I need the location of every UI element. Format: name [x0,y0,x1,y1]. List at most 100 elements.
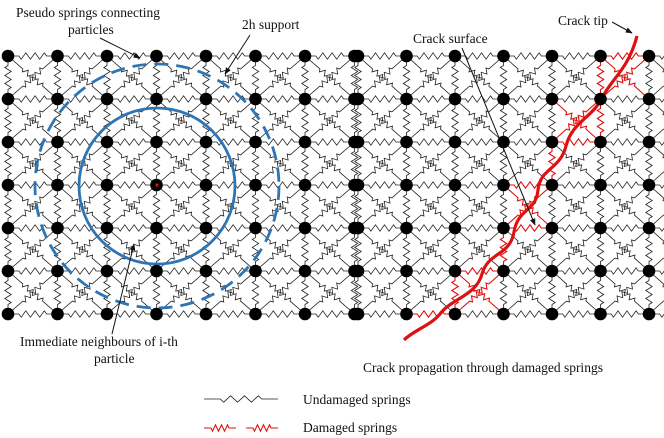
spring [8,181,58,189]
spring [103,99,111,142]
neighbour-circle [77,106,237,266]
spring [402,99,411,142]
particle [448,92,462,106]
particle [545,178,559,192]
particle [1,307,15,321]
spring [103,142,111,185]
particle [150,49,163,63]
spring [205,270,256,315]
spring [455,181,504,189]
particle [51,307,64,321]
spring [7,270,58,315]
spring [406,141,456,186]
spring [251,185,260,228]
spring [600,98,650,143]
spring [156,227,207,272]
spring [406,270,456,315]
spring [301,185,309,228]
spring [406,227,456,272]
spring [305,310,355,318]
spring [548,271,556,314]
spring [57,224,107,232]
spring [4,271,12,314]
particle [1,135,15,149]
spring [357,141,407,186]
spring [53,228,62,271]
spring [156,270,207,315]
spring [156,181,206,189]
arrow-neighbours [111,243,136,335]
spring [649,270,664,275]
spring [548,56,556,99]
spring [645,228,653,271]
spring [406,95,455,103]
spring [251,56,260,99]
spring [8,224,58,232]
spring [354,56,362,99]
spring [402,142,411,185]
spring [600,224,649,232]
particle [298,49,312,63]
spring [503,141,553,186]
spring [354,228,362,271]
spring [552,224,601,232]
spring [205,184,256,229]
spring [551,184,601,229]
spring [552,95,601,103]
spring [648,270,664,288]
spring [357,55,407,100]
spring [600,227,650,272]
spring [107,138,157,146]
particle [642,92,656,106]
particle [100,307,114,321]
particle [545,49,559,63]
particle [1,221,15,235]
particle [249,49,262,63]
particle [51,264,64,278]
spring [600,95,649,103]
particle [594,178,607,192]
spring [305,267,355,275]
particle [298,178,312,192]
spring [350,142,359,185]
particle [199,221,213,235]
legend-undamaged-spring-line [204,395,278,403]
particle [100,135,114,149]
particle [51,178,64,192]
spring [596,142,605,185]
spring [503,138,552,146]
particle [642,307,656,321]
spring [354,142,362,185]
particle [51,221,64,235]
particle [150,264,163,278]
spring [251,142,260,185]
spring [357,270,407,315]
particle [100,49,114,63]
spring [107,224,157,232]
spring [552,310,601,318]
spring [406,184,456,229]
particle [249,307,262,321]
spring [454,98,504,143]
spring [106,55,157,100]
spring [358,267,407,275]
spring [57,95,107,103]
particle [199,307,213,321]
legend-undamaged-spring [204,395,278,403]
spring [406,52,455,60]
particle [642,178,656,192]
arrow-crack-tip [611,21,633,34]
spring [301,271,309,314]
spring [358,224,407,232]
particle [497,92,510,106]
spring [202,228,210,271]
spring [206,138,256,146]
spring [255,141,306,186]
spring [600,184,650,229]
left-spring-network [4,52,359,318]
right-panel [351,35,664,342]
spring [455,52,504,60]
spring [53,185,62,228]
arrow-crack-surface [461,47,536,226]
spring [645,185,653,228]
